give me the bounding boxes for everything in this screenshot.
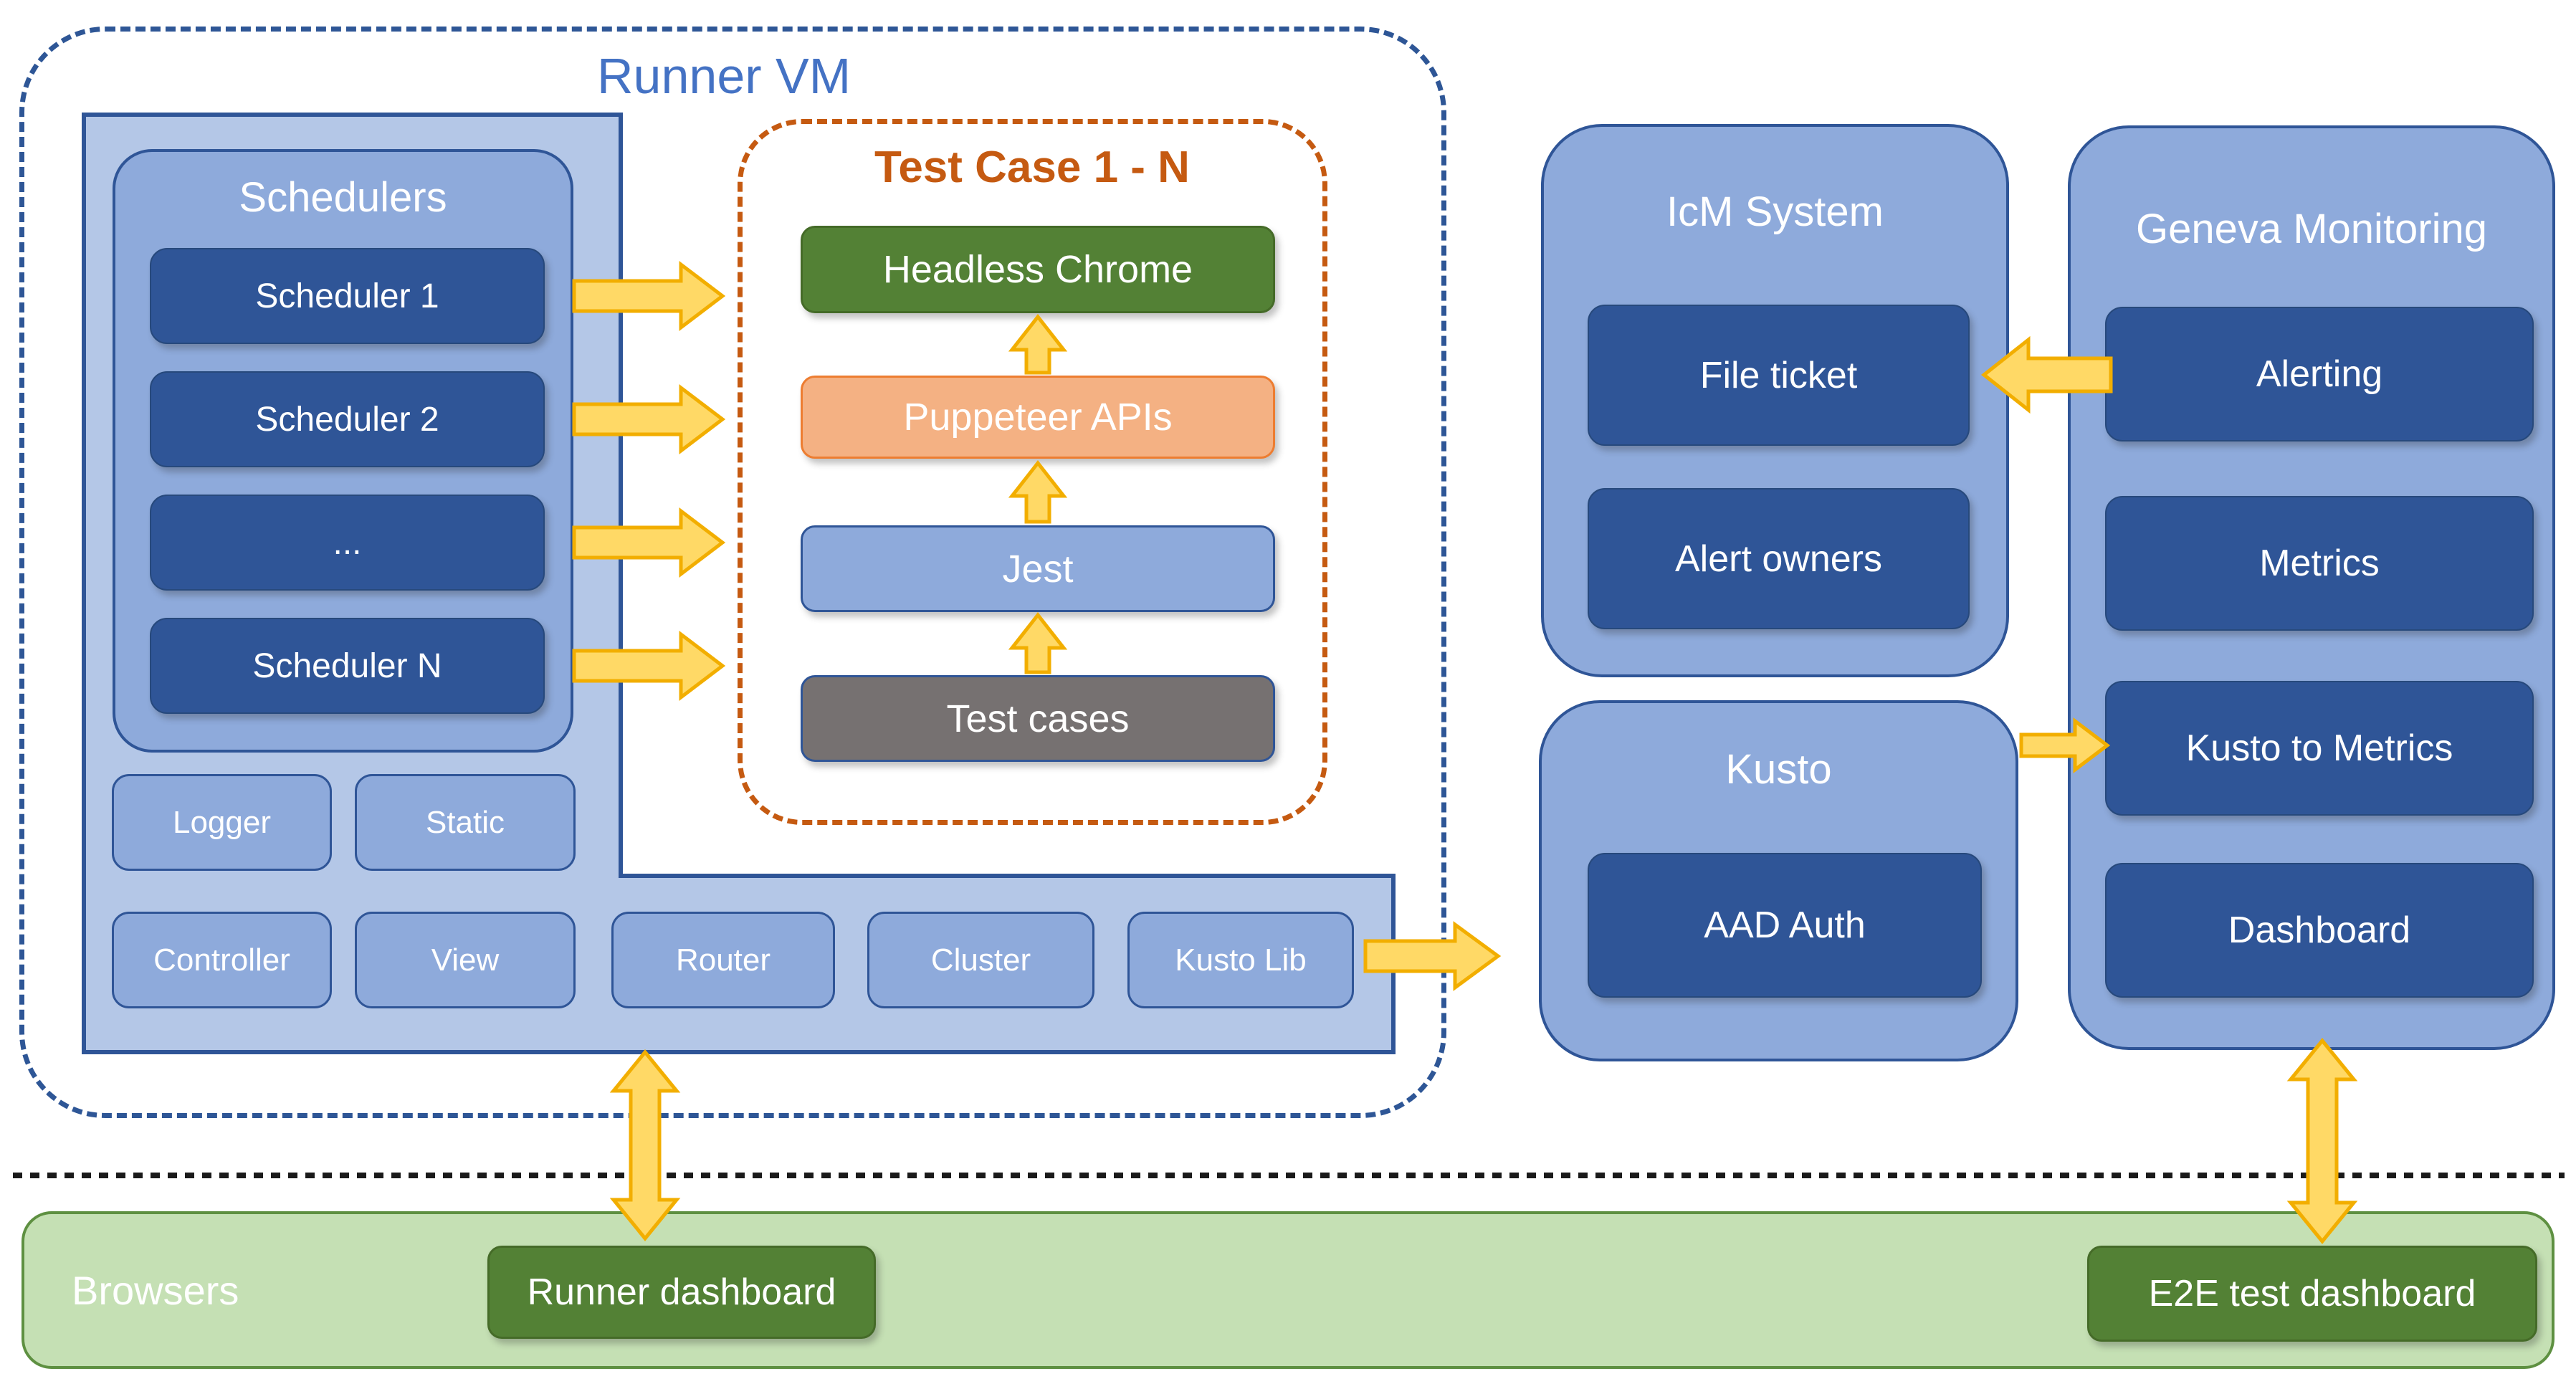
scheduler-2-box: Scheduler 2 [150,371,545,467]
alert-owners-box: Alert owners [1588,488,1970,629]
test-case-boundary [738,119,1327,825]
scheduler-ellipsis-box: ... [150,495,545,591]
icm-title: IcM System [1666,188,1884,235]
aad-auth-box: AAD Auth [1588,853,1982,998]
module-router: Router [611,912,835,1008]
runner-dashboard-box: Runner dashboard [487,1246,876,1339]
jest-box: Jest [801,525,1275,612]
kusto-to-metrics-box: Kusto to Metrics [2105,681,2534,816]
module-kusto-lib: Kusto Lib [1127,912,1354,1008]
test-cases-box: Test cases [801,675,1275,762]
geneva-title: Geneva Monitoring [2135,205,2488,252]
metrics-box: Metrics [2105,496,2534,631]
puppeteer-apis-box: Puppeteer APIs [801,376,1275,459]
scheduler-1-box: Scheduler 1 [150,248,545,344]
module-view: View [355,912,576,1008]
module-controller: Controller [112,912,332,1008]
module-logger: Logger [112,774,332,871]
schedulers-title: Schedulers [239,173,447,221]
file-ticket-box: File ticket [1588,305,1970,446]
runner-vm-boundary [19,27,1446,1118]
e2e-test-dashboard-box: E2E test dashboard [2087,1246,2537,1342]
alerting-box: Alerting [2105,307,2534,441]
dashboard-box: Dashboard [2105,863,2534,998]
module-static: Static [355,774,576,871]
test-case-title: Test Case 1 - N [874,142,1190,192]
module-cluster: Cluster [867,912,1094,1008]
scheduler-n-box: Scheduler N [150,618,545,714]
runner-vm-label: Runner VM [596,47,851,104]
kusto-title: Kusto [1725,745,1832,793]
browsers-label: Browsers [72,1267,239,1313]
headless-chrome-box: Headless Chrome [801,226,1275,313]
